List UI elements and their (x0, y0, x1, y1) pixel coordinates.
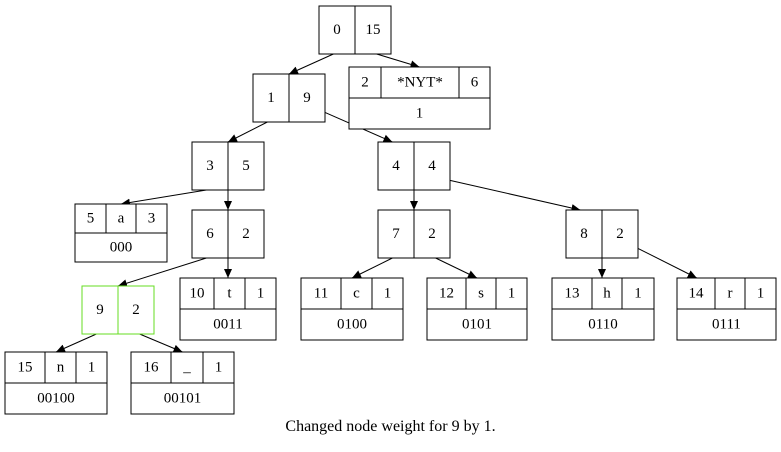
leaf-weight: 1 (215, 360, 223, 376)
leaf-node-14: 14 r 1 0111 (676, 277, 777, 341)
leaf-symbol: c (353, 286, 360, 302)
leaf-symbol: *NYT* (397, 75, 443, 91)
edge-8-14 (637, 247, 698, 279)
leaf-code: 00100 (37, 391, 75, 407)
leaf-weight: 3 (148, 211, 156, 227)
leaf-symbol: r (728, 286, 733, 302)
edge-9-16 (139, 333, 183, 353)
leaf-symbol: s (478, 286, 484, 302)
leaf-number: 10 (190, 286, 205, 302)
node-number: 3 (206, 158, 214, 174)
leaf-node-12: 12 s 1 0101 (426, 277, 528, 341)
leaf-code: 0100 (337, 317, 367, 333)
leaf-code: 00101 (164, 391, 202, 407)
leaf-number: 16 (144, 360, 160, 376)
leaf-symbol: _ (182, 360, 191, 376)
leaf-weight: 1 (508, 286, 516, 302)
node-number: 9 (96, 302, 104, 318)
edge-1-3 (227, 121, 268, 143)
leaf-code: 1 (416, 106, 424, 122)
node-number: 7 (392, 226, 400, 242)
internal-node-0: 0 15 (318, 5, 392, 55)
leaf-number: 5 (87, 211, 95, 227)
diagram-caption: Changed node weight for 9 by 1. (285, 418, 496, 435)
node-weight: 2 (616, 226, 624, 242)
leaf-number: 11 (314, 286, 328, 302)
leaf-symbol: n (57, 360, 65, 376)
edge-0-1 (288, 53, 334, 75)
leaf-number: 14 (689, 286, 705, 302)
leaf-code: 000 (110, 240, 133, 256)
node-number: 1 (267, 90, 275, 106)
edge-7-12 (435, 257, 478, 279)
leaf-symbol: h (603, 286, 611, 302)
leaf-symbol: t (227, 286, 232, 302)
leaf-weight: 6 (471, 75, 479, 91)
leaf-number: 15 (18, 360, 33, 376)
leaf-node-16: 16 _ 1 00101 (130, 351, 235, 415)
edge-3-5 (120, 189, 207, 207)
leaf-weight: 1 (257, 286, 265, 302)
node-weight: 9 (303, 90, 311, 106)
leaf-weight: 1 (634, 286, 642, 302)
leaf-node-5: 5 a 3 000 (74, 203, 168, 263)
edges-layer (55, 53, 698, 353)
node-weight: 2 (132, 302, 140, 318)
leaf-symbol: a (118, 211, 125, 227)
leaf-number: 12 (439, 286, 454, 302)
leaf-node-2: 2 *NYT* 6 1 (348, 66, 491, 130)
node-number: 4 (392, 158, 400, 174)
node-weight: 2 (242, 226, 250, 242)
leaf-code: 0111 (712, 317, 741, 333)
edge-6-9 (117, 257, 207, 288)
leaf-node-13: 13 h 1 0110 (551, 277, 655, 341)
leaf-weight: 1 (384, 286, 392, 302)
node-number: 8 (580, 226, 588, 242)
node-weight: 15 (366, 22, 381, 38)
node-weight: 5 (242, 158, 250, 174)
leaf-code: 0101 (462, 317, 492, 333)
leaf-number: 13 (565, 286, 580, 302)
leaf-weight: 1 (88, 360, 96, 376)
edge-4-8 (449, 179, 581, 212)
leaf-node-15: 15 n 1 00100 (4, 351, 108, 415)
node-number: 6 (206, 226, 214, 242)
edge-7-11 (351, 257, 393, 279)
edge-9-15 (55, 333, 97, 353)
node-weight: 2 (428, 226, 436, 242)
node-number: 0 (333, 22, 341, 38)
edge-0-2 (376, 53, 420, 69)
leaf-node-11: 11 c 1 0100 (300, 277, 404, 341)
leaf-code: 0011 (213, 317, 242, 333)
leaf-code: 0110 (588, 317, 617, 333)
leaf-weight: 1 (757, 286, 765, 302)
node-weight: 4 (428, 158, 436, 174)
leaf-number: 2 (361, 75, 369, 91)
leaf-node-10: 10 t 1 0011 (179, 277, 277, 341)
